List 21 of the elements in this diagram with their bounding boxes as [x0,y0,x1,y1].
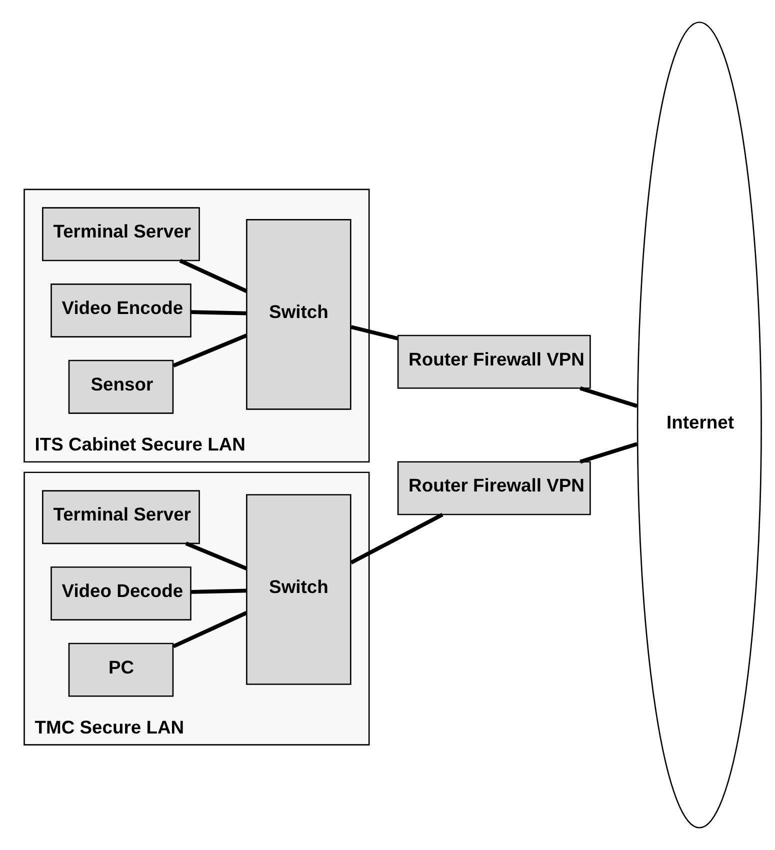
connector [179,258,248,293]
connector [580,386,638,408]
connector [350,512,444,564]
connector [190,310,246,316]
node-ellipse: Internet [636,22,762,828]
connector [580,442,638,464]
connector [190,588,246,594]
node-box: Terminal Server [42,207,200,262]
node-box: Sensor [68,360,174,414]
node-box: Video Decode [50,566,192,620]
connector [185,542,248,570]
node-box: Router Firewall VPN [397,461,591,516]
node-box: PC [68,642,174,697]
node-box: Switch [246,219,352,410]
connector [172,611,248,648]
node-box: Terminal Server [42,490,200,544]
connector [172,334,248,368]
node-box: Video Encode [50,284,192,338]
node-box: Router Firewall VPN [397,334,591,389]
node-box: Switch [246,494,352,685]
connector [350,325,398,340]
